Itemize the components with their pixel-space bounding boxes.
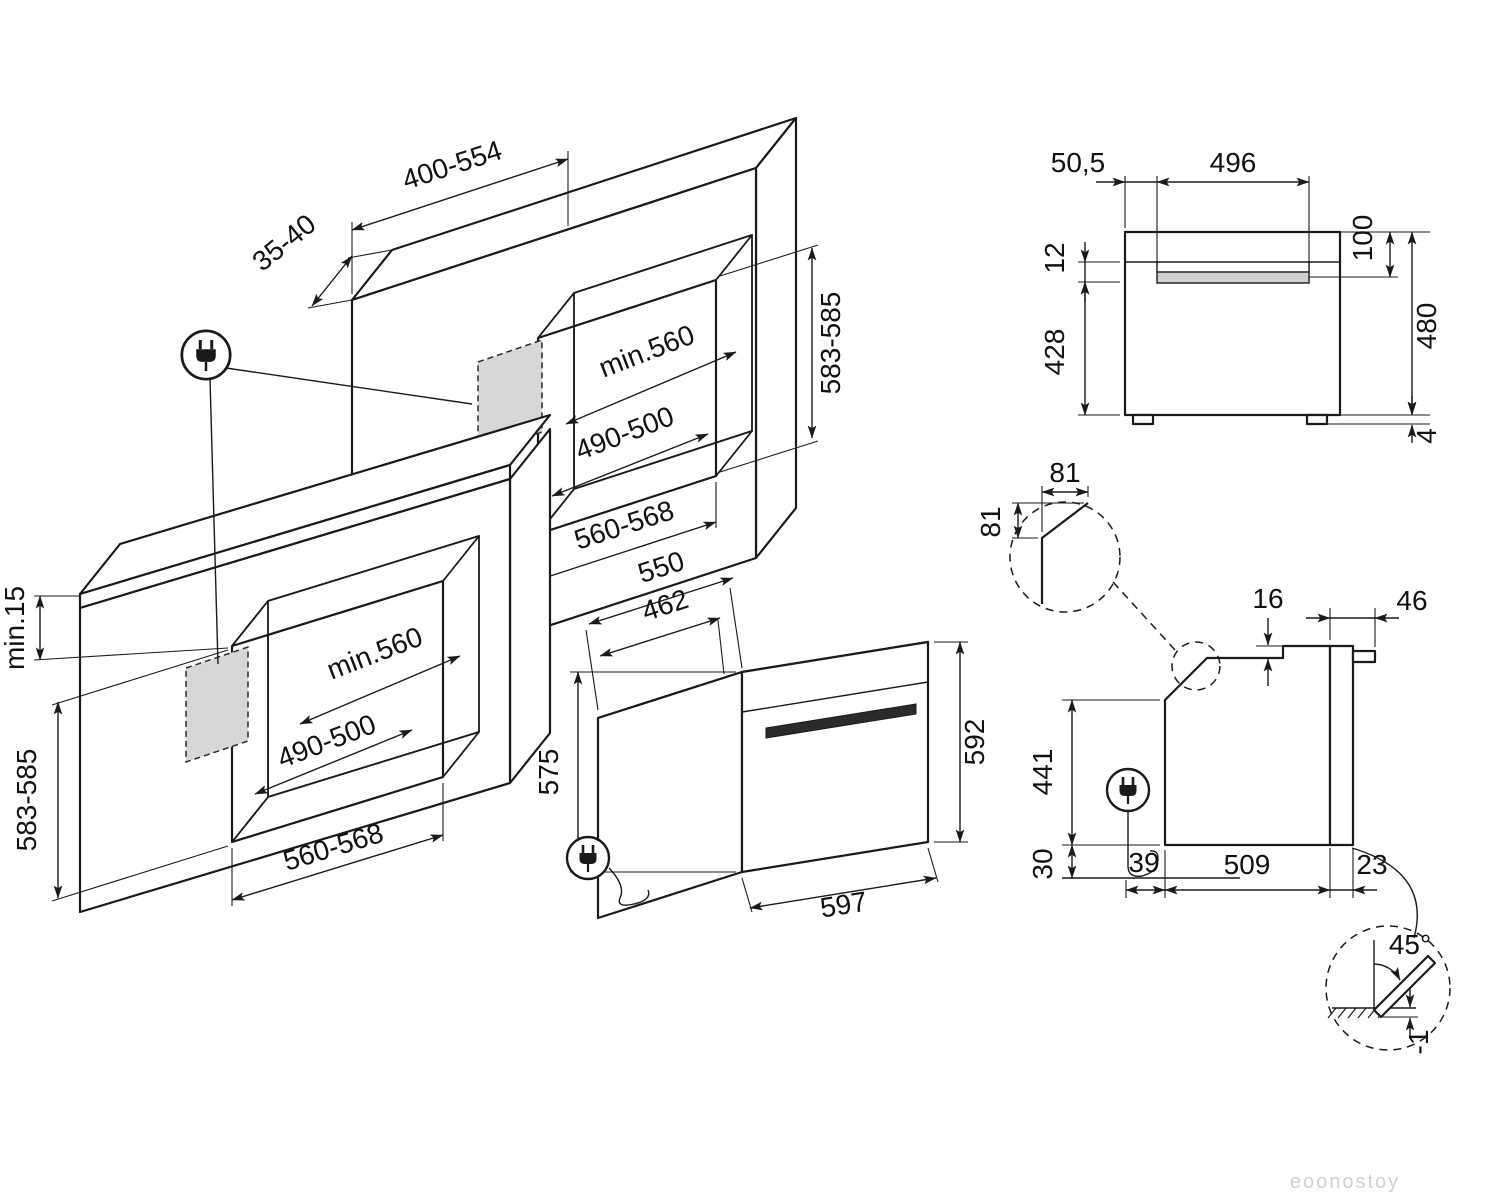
plug-icon-cabinets xyxy=(180,329,473,665)
ext-line xyxy=(347,249,393,259)
rear-view-cable-duct xyxy=(1156,271,1310,284)
dim-side-rear-height: 441 xyxy=(1027,749,1058,796)
chamfer-callout-leader xyxy=(1112,581,1176,651)
base-cabinet-group: min.15 583-585 min.560 490-500 560-568 xyxy=(0,413,552,914)
dim-oven-front-height: 592 xyxy=(959,719,990,766)
ext-line xyxy=(717,619,725,675)
dim-base-top-clearance: min.15 xyxy=(0,586,30,670)
dim-rear-total-height: 480 xyxy=(1411,303,1442,350)
dim-door-angle: 45° xyxy=(1389,929,1431,960)
oven-group: 550 462 575 592 597 xyxy=(533,545,990,924)
dim-line-inner-width xyxy=(551,433,709,497)
angle-arc xyxy=(1373,963,1401,981)
dim-rear-top-offset: 100 xyxy=(1347,215,1378,262)
ext-line xyxy=(719,244,819,277)
side-view-group: 16 46 441 30 39 509 23 xyxy=(1027,581,1428,898)
dim-door-offset: -1 xyxy=(1403,1030,1434,1055)
rear-foot-right xyxy=(1305,413,1329,426)
chamfer-profile xyxy=(1040,502,1089,604)
base-niche-opening xyxy=(230,579,445,844)
dim-line-depth-total xyxy=(588,577,734,625)
power-plug-icon xyxy=(565,835,611,881)
dim-base-niche-height: 583-585 xyxy=(11,749,42,852)
ext-line xyxy=(729,587,743,669)
side-power-cord xyxy=(1127,812,1159,877)
ext-line xyxy=(33,647,229,661)
side-view-door xyxy=(1328,644,1355,847)
oven-door-face xyxy=(740,640,930,874)
dim-rear-strip-height: 12 xyxy=(1039,242,1070,273)
plug-leader-base xyxy=(209,378,219,665)
rear-foot-left xyxy=(1131,413,1155,426)
dim-tall-top-width: 400-554 xyxy=(398,134,505,195)
oven-door-handle xyxy=(765,703,917,739)
plug-leader-tall xyxy=(225,367,473,405)
dim-chamfer-height: 81 xyxy=(975,506,1006,537)
detail-circle xyxy=(1009,501,1121,613)
chamfer-callout-circle xyxy=(1171,641,1221,691)
door-angle-detail-circle: 45° -1 xyxy=(1325,847,1451,1055)
dim-side-handle-depth: 46 xyxy=(1396,585,1427,616)
dim-tall-niche-height: 583-585 xyxy=(815,292,846,395)
chamfer-detail-circle: 81 81 xyxy=(975,457,1121,613)
side-view-body xyxy=(1163,644,1332,847)
ext-line xyxy=(51,845,229,902)
detail-leader xyxy=(1351,847,1418,939)
dim-line-top-width xyxy=(351,158,569,231)
ext-line xyxy=(719,440,819,473)
watermark: eoonostoy xyxy=(1290,1171,1400,1193)
dim-side-cord-offset: 39 xyxy=(1128,847,1159,878)
dim-line-depth-body xyxy=(599,617,721,657)
dim-line-depth xyxy=(299,655,461,725)
ext-line xyxy=(307,299,353,309)
rear-view-group: 50,5 496 100 12 428 480 4 xyxy=(1039,147,1442,444)
power-plug-icon xyxy=(1105,767,1151,813)
dim-side-top-step: 16 xyxy=(1252,583,1283,614)
detail-circle xyxy=(1325,925,1451,1051)
dim-line-niche-width xyxy=(231,834,444,901)
dim-side-body-depth: 509 xyxy=(1224,849,1271,880)
dim-rear-lower-height: 428 xyxy=(1039,329,1070,376)
dim-oven-width: 597 xyxy=(818,886,869,924)
ext-line xyxy=(51,649,229,706)
power-plug-icon xyxy=(180,329,232,381)
oven-control-panel-divider xyxy=(741,681,929,713)
oven-power-cord xyxy=(608,867,650,906)
dim-rear-feet-height: 4 xyxy=(1411,428,1442,444)
open-door-panel xyxy=(1372,954,1437,1019)
dim-chamfer-width: 81 xyxy=(1049,457,1080,488)
oven-left-side xyxy=(596,670,744,920)
ext-line xyxy=(585,629,599,711)
ext-line xyxy=(741,877,753,913)
dim-tall-side-gap: 35-40 xyxy=(246,208,321,277)
base-cabinet-power-zone xyxy=(185,645,249,764)
tall-cabinet-right-face xyxy=(754,116,798,560)
dim-rear-cable-span: 496 xyxy=(1210,147,1257,178)
dim-line-width xyxy=(749,875,937,911)
dim-side-door-thickness: 23 xyxy=(1356,849,1387,880)
base-cabinet-right-face xyxy=(508,427,552,785)
dim-line-depth xyxy=(565,351,737,425)
dim-rear-offset-left: 50,5 xyxy=(1051,147,1106,178)
dim-line-niche-width xyxy=(537,521,717,581)
dim-oven-body-height: 575 xyxy=(533,749,564,796)
dim-side-bottom-gap: 30 xyxy=(1027,848,1058,879)
dim-line-inner-width xyxy=(254,729,413,795)
dim-line-side-gap xyxy=(311,255,353,307)
ext-line xyxy=(927,847,939,883)
side-view-handle xyxy=(1351,649,1377,664)
